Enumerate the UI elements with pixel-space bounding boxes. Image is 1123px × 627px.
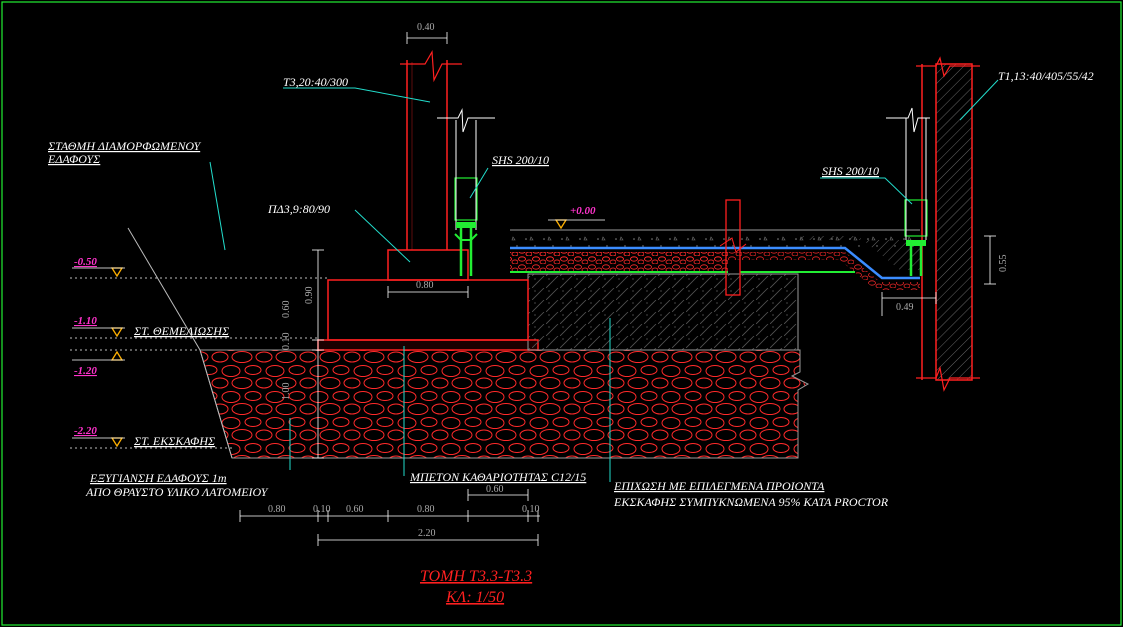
shs-break-right	[886, 107, 930, 133]
dim-bottom-060-a: 0.60	[346, 504, 364, 515]
stabilization-label-2: ΑΠΟ ΘΡΑΥΣΤΟ ΥΛΙΚΟ ΛΑΤΟΜΕΙΟΥ	[85, 485, 269, 499]
right-wall-break-bottom	[916, 365, 980, 392]
level-zero: +0.00	[570, 205, 596, 217]
level-minus-220: -2.20	[74, 425, 97, 437]
shs-post-right	[904, 199, 928, 237]
level-minus-110: -1.10	[74, 315, 97, 327]
dim-bottom-080-a: 0.80	[268, 504, 286, 515]
shs-right-label: SHS 200/10	[822, 164, 879, 178]
dim-bottom-010-b: 0.10	[522, 504, 540, 515]
shs-left-label: SHS 200/10	[492, 153, 549, 167]
level-minus-120: -1.20	[74, 365, 97, 377]
dim-vertical-060: 0.60	[281, 301, 292, 319]
floor-slab	[510, 230, 920, 248]
dim-bottom-total: 2.20	[418, 528, 436, 539]
level-values: -0.50 -1.10 -1.20 -2.20 +0.00	[74, 205, 596, 437]
dim-vertical-100: 1.00	[281, 383, 292, 401]
backfill-label-1: ΕΠΙΧΩΣΗ ΜΕ ΕΠΙΛΕΓΜΕΝΑ ΠΡΟΙΟΝΤΑ	[613, 479, 825, 493]
dim-bottom-010-a: 0.10	[313, 504, 331, 515]
shs-post-left	[454, 177, 478, 221]
dimension-values: 0.40 0.80 0.49 0.55 0.90 0.60 0.10 1.00 …	[268, 22, 1009, 539]
column-break-line	[400, 50, 462, 83]
level-minus-050: -0.50	[74, 256, 97, 268]
dim-bottom-080-b: 0.80	[417, 504, 435, 515]
middle-pipe-break	[719, 237, 747, 253]
ground-level-label-1: ΣΤΑΘΜΗ ΔΙΑΜΟΡΦΩΜΕΝΟΥ	[47, 139, 202, 153]
annotation-texts: T3,20:40/300 T1,13:40/405/55/42 ΣΤΑΘΜΗ Δ…	[47, 69, 1094, 509]
level-lines	[70, 277, 330, 449]
gravel-base	[510, 252, 728, 272]
shs-break-left	[437, 108, 495, 133]
compacted-backfill	[527, 273, 799, 351]
anchor-hook-left	[454, 233, 478, 241]
foundation-level-label: ΣΤ. ΘΕΜΕΛΙΩΣΗΣ	[133, 324, 229, 338]
section-title: ΤΟΜΗ Τ3.3-Τ3.3	[420, 568, 532, 585]
waterproofing-membrane	[510, 246, 920, 280]
middle-pipe	[725, 199, 741, 296]
ground-level-label-2: ΕΔΑΦΟΥΣ	[47, 152, 100, 166]
excavation-slope-line	[127, 227, 233, 459]
dimension-lines	[239, 32, 996, 546]
dim-vertical-010: 0.10	[281, 333, 292, 351]
wall-fill-hatch	[800, 236, 920, 270]
dim-right-height: 0.55	[998, 255, 1009, 273]
footing-label: ΠΔ3,9:80/90	[267, 202, 330, 216]
right-wall	[935, 63, 973, 381]
lean-concrete-label: ΜΠΕΤΟΝ ΚΑΘΑΡΙΟΤΗΤΑΣ C12/15	[409, 470, 586, 484]
footing-pedestal	[387, 249, 469, 281]
leader-lines	[209, 79, 999, 482]
dim-vertical-090: 0.90	[304, 287, 315, 305]
backfill-label-2: ΕΚΣΚΑΦΗΣ ΣΥΜΠΥΚΝΩΜΕΝΑ 95% ΚΑΤΑ PROCTOR	[613, 495, 889, 509]
right-wall-break-top	[916, 56, 980, 78]
base-plate-left	[456, 222, 476, 228]
level-marker-lines	[72, 219, 605, 439]
stabilization-label-1: ΕΞΥΓΙΑΝΣΗ ΕΔΑΦΟΥΣ 1m	[89, 471, 227, 485]
dim-footing-top: 0.80	[416, 280, 434, 291]
stone-stabilization-layer	[199, 349, 810, 459]
dim-bottom-060-b: 0.60	[486, 484, 504, 495]
column-label: T3,20:40/300	[283, 75, 348, 89]
dim-column-width: 0.40	[417, 22, 435, 33]
drawing-title: ΤΟΜΗ Τ3.3-Τ3.3 ΚΛ: 1/50	[420, 568, 532, 606]
right-column-label: T1,13:40/405/55/42	[998, 69, 1094, 83]
excavation-level-label: ΣΤ. ΕΚΣΚΑΦΗΣ	[133, 434, 215, 448]
scale-title: ΚΛ: 1/50	[445, 589, 504, 606]
base-plate-right	[906, 240, 926, 246]
lean-concrete-slab	[317, 339, 539, 351]
dim-right-plate: 0.49	[896, 302, 914, 313]
